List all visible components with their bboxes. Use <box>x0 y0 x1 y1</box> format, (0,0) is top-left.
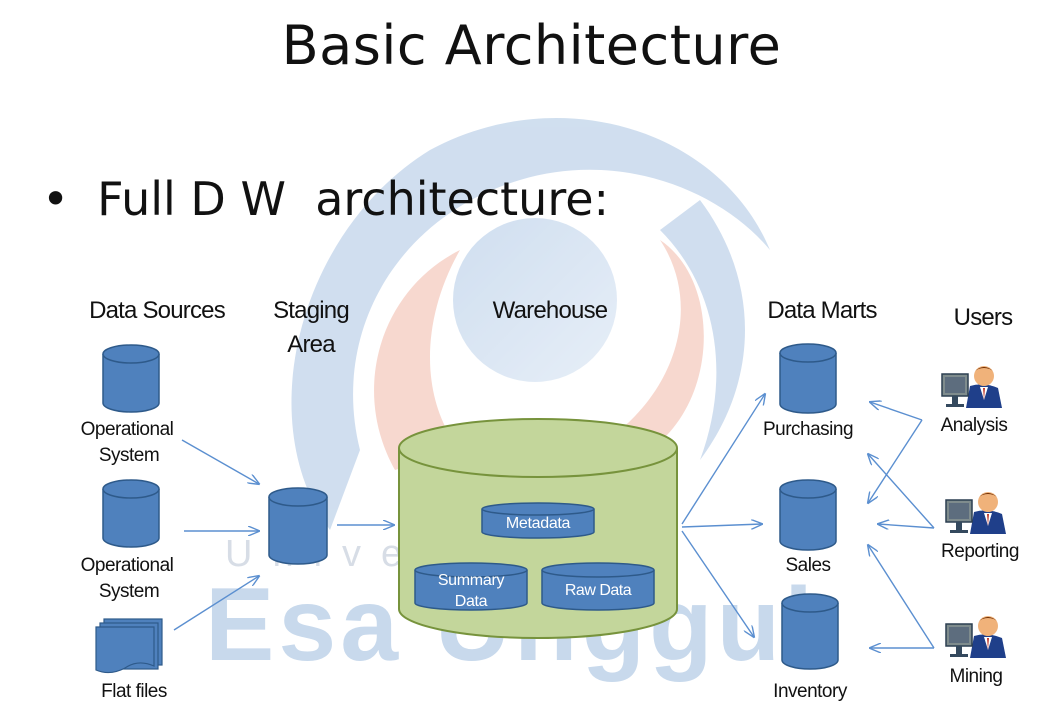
mart-purchasing-label: Purchasing <box>763 419 853 440</box>
user-mining-label: Mining <box>950 666 1003 687</box>
header-users: Users <box>954 304 1013 331</box>
user-reporting-label: Reporting <box>941 541 1019 562</box>
raw-data-store <box>541 562 655 611</box>
header-warehouse: Warehouse <box>493 297 608 324</box>
arrow-reporting-to-sales <box>878 524 935 528</box>
header-data-marts: Data Marts <box>767 297 877 324</box>
summary-data-label-line2: Data <box>455 593 488 610</box>
flat-file-icon <box>95 618 163 674</box>
user-analysis-label: Analysis <box>941 415 1008 436</box>
arrow-op1-to-staging <box>181 439 259 484</box>
arrow-analysis-to-purchasing <box>870 402 923 421</box>
user-at-computer-icon-analysis <box>941 366 1002 408</box>
user-at-computer-icon-reporting <box>945 492 1006 534</box>
mart-inventory-label: Inventory <box>773 681 848 702</box>
watermark-logo <box>291 118 770 530</box>
database-icon-staging <box>268 487 328 565</box>
database-icon-operational-1 <box>102 344 160 413</box>
source-operational-2-line2: System <box>99 581 159 602</box>
header-staging-line1: Staging <box>273 297 349 324</box>
metadata-store <box>481 502 595 539</box>
database-icon-operational-2 <box>102 479 160 548</box>
flow-arrows <box>173 394 935 649</box>
mart-sales-label: Sales <box>785 555 830 576</box>
summary-data-label-line1: Summary <box>438 572 505 589</box>
user-at-computer-icon-mining <box>945 616 1006 658</box>
database-icon-inventory <box>781 593 839 670</box>
arrow-warehouse-to-purchasing <box>681 394 765 525</box>
arrow-analysis-to-sales <box>868 419 923 503</box>
header-data-sources: Data Sources <box>89 297 226 324</box>
arrow-mining-to-sales <box>868 545 935 649</box>
bullet-text: Full D W architecture: <box>97 172 610 226</box>
bullet-point: • Full D W architecture: <box>42 172 609 226</box>
source-operational-1-line1: Operational <box>81 419 174 440</box>
source-operational-1-line2: System <box>99 445 159 466</box>
bullet-dot: • <box>42 172 70 226</box>
source-operational-2-line1: Operational <box>81 555 174 576</box>
slide-title: Basic Architecture <box>281 14 782 77</box>
metadata-label: Metadata <box>506 515 571 532</box>
arrow-warehouse-to-inventory <box>681 530 754 637</box>
arrow-reporting-to-purchasing <box>868 454 935 529</box>
header-staging-line2: Area <box>287 331 336 358</box>
arrow-flat-to-staging <box>173 576 259 631</box>
arrow-warehouse-to-sales <box>681 524 762 527</box>
database-icon-purchasing <box>779 343 837 414</box>
raw-data-label: Raw Data <box>565 582 632 599</box>
database-icon-sales <box>779 479 837 551</box>
summary-data-store <box>414 562 528 611</box>
source-flat-files: Flat files <box>101 681 167 702</box>
